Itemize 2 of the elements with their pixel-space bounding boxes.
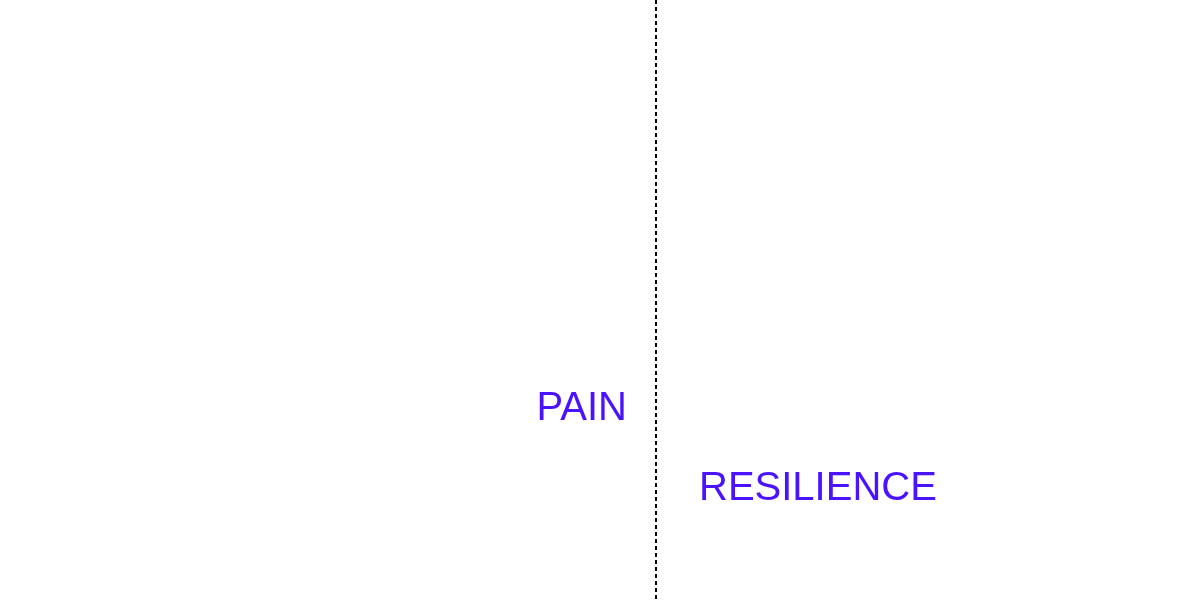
text-label: PAIN	[536, 383, 627, 429]
text-label: RESILIENCE	[699, 463, 937, 509]
